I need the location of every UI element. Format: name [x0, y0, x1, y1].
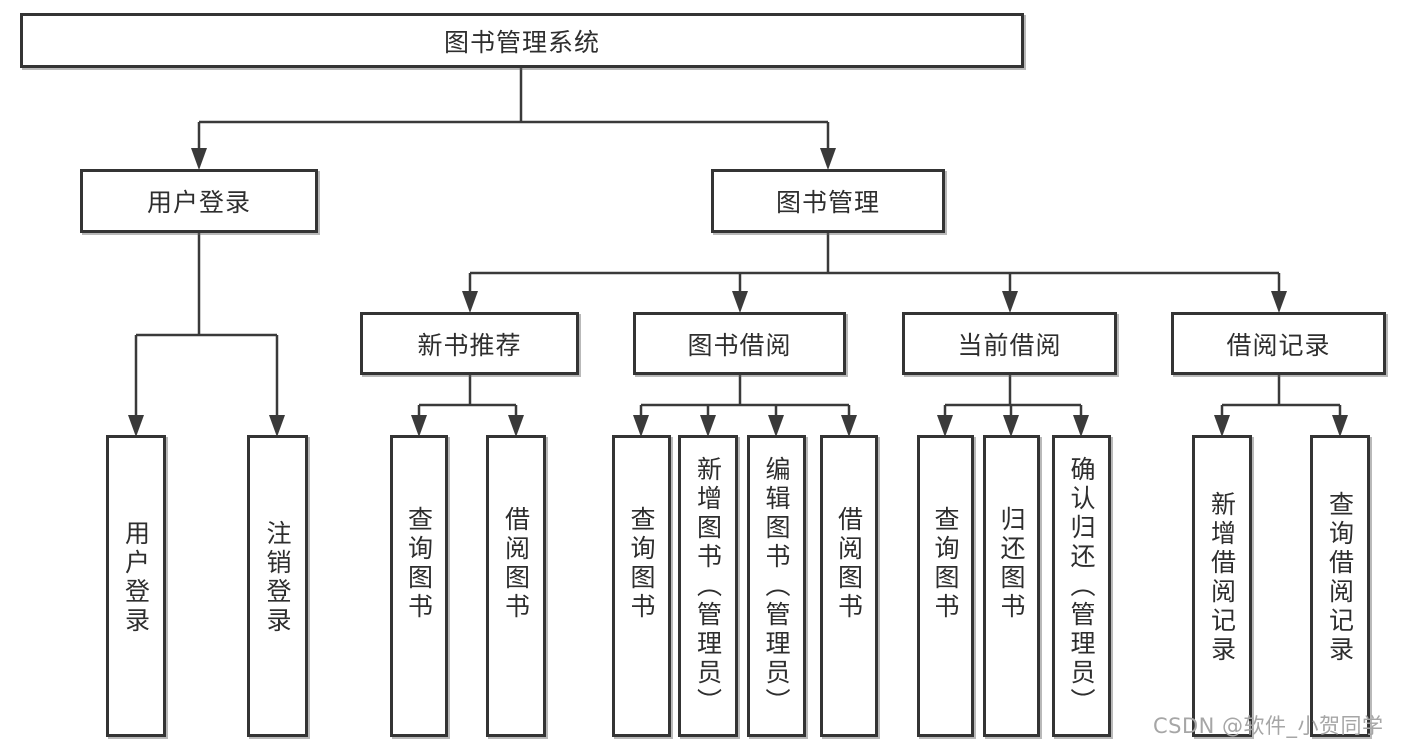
- node-book-management-label: 图书管理: [775, 188, 880, 217]
- node-book-borrow: 图书借阅: [633, 312, 846, 375]
- node-leaf-confirm-return-admin: 确认归还（管理员）: [1052, 435, 1111, 737]
- node-book-management: 图书管理: [711, 169, 945, 233]
- csdn-watermark: CSDN @软件_小贺同学: [1153, 714, 1384, 738]
- node-borrow-records-label: 借阅记录: [1226, 330, 1331, 360]
- node-new-book-recommend-label: 新书推荐: [417, 330, 522, 360]
- node-current-borrow: 当前借阅: [902, 312, 1117, 375]
- node-leaf-edit-books-admin-label: 编辑图书（管理员）: [762, 455, 791, 717]
- node-leaf-confirm-return-admin-label: 确认归还（管理员）: [1067, 455, 1096, 717]
- node-leaf-return-books-label: 归还图书: [997, 506, 1026, 622]
- node-leaf-add-books-admin-label: 新增图书（管理员）: [693, 455, 723, 717]
- node-new-book-recommend: 新书推荐: [360, 312, 579, 375]
- node-leaf-user-login: 用户登录: [106, 435, 166, 737]
- node-leaf-user-login-label: 用户登录: [121, 520, 151, 636]
- node-leaf-query-books-currentgroup-label: 查询图书: [931, 506, 960, 622]
- node-leaf-borrow-books-borrowgroup: 借阅图书: [820, 435, 878, 737]
- node-leaf-query-books-newgroup: 查询图书: [390, 435, 448, 737]
- node-leaf-query-borrow-record: 查询借阅记录: [1310, 435, 1370, 737]
- node-user-login-label: 用户登录: [146, 188, 251, 217]
- node-leaf-add-borrow-record: 新增借阅记录: [1192, 435, 1252, 737]
- node-borrow-records: 借阅记录: [1171, 312, 1386, 375]
- node-root-system-label: 图书管理系统: [443, 27, 600, 57]
- node-leaf-logout: 注销登录: [247, 435, 308, 737]
- node-current-borrow-label: 当前借阅: [957, 330, 1062, 360]
- node-user-login: 用户登录: [80, 169, 318, 233]
- node-leaf-borrow-books-newgroup-label: 借阅图书: [501, 506, 531, 622]
- node-leaf-return-books: 归还图书: [983, 435, 1040, 737]
- node-leaf-query-books-currentgroup: 查询图书: [917, 435, 974, 737]
- node-leaf-query-books-borrowgroup: 查询图书: [612, 435, 671, 737]
- node-leaf-query-borrow-record-label: 查询借阅记录: [1325, 491, 1355, 665]
- node-leaf-query-books-newgroup-label: 查询图书: [404, 506, 434, 622]
- node-leaf-query-books-borrowgroup-label: 查询图书: [627, 506, 656, 622]
- node-leaf-borrow-books-newgroup: 借阅图书: [486, 435, 546, 737]
- node-leaf-borrow-books-borrowgroup-label: 借阅图书: [834, 506, 864, 622]
- node-book-borrow-label: 图书借阅: [687, 330, 792, 360]
- node-leaf-edit-books-admin: 编辑图书（管理员）: [747, 435, 806, 737]
- tree-edges: [134, 68, 1342, 417]
- node-leaf-logout-label: 注销登录: [263, 520, 292, 636]
- node-leaf-add-borrow-record-label: 新增借阅记录: [1207, 491, 1237, 665]
- node-leaf-add-books-admin: 新增图书（管理员）: [678, 435, 738, 737]
- node-root-system: 图书管理系统: [20, 13, 1024, 68]
